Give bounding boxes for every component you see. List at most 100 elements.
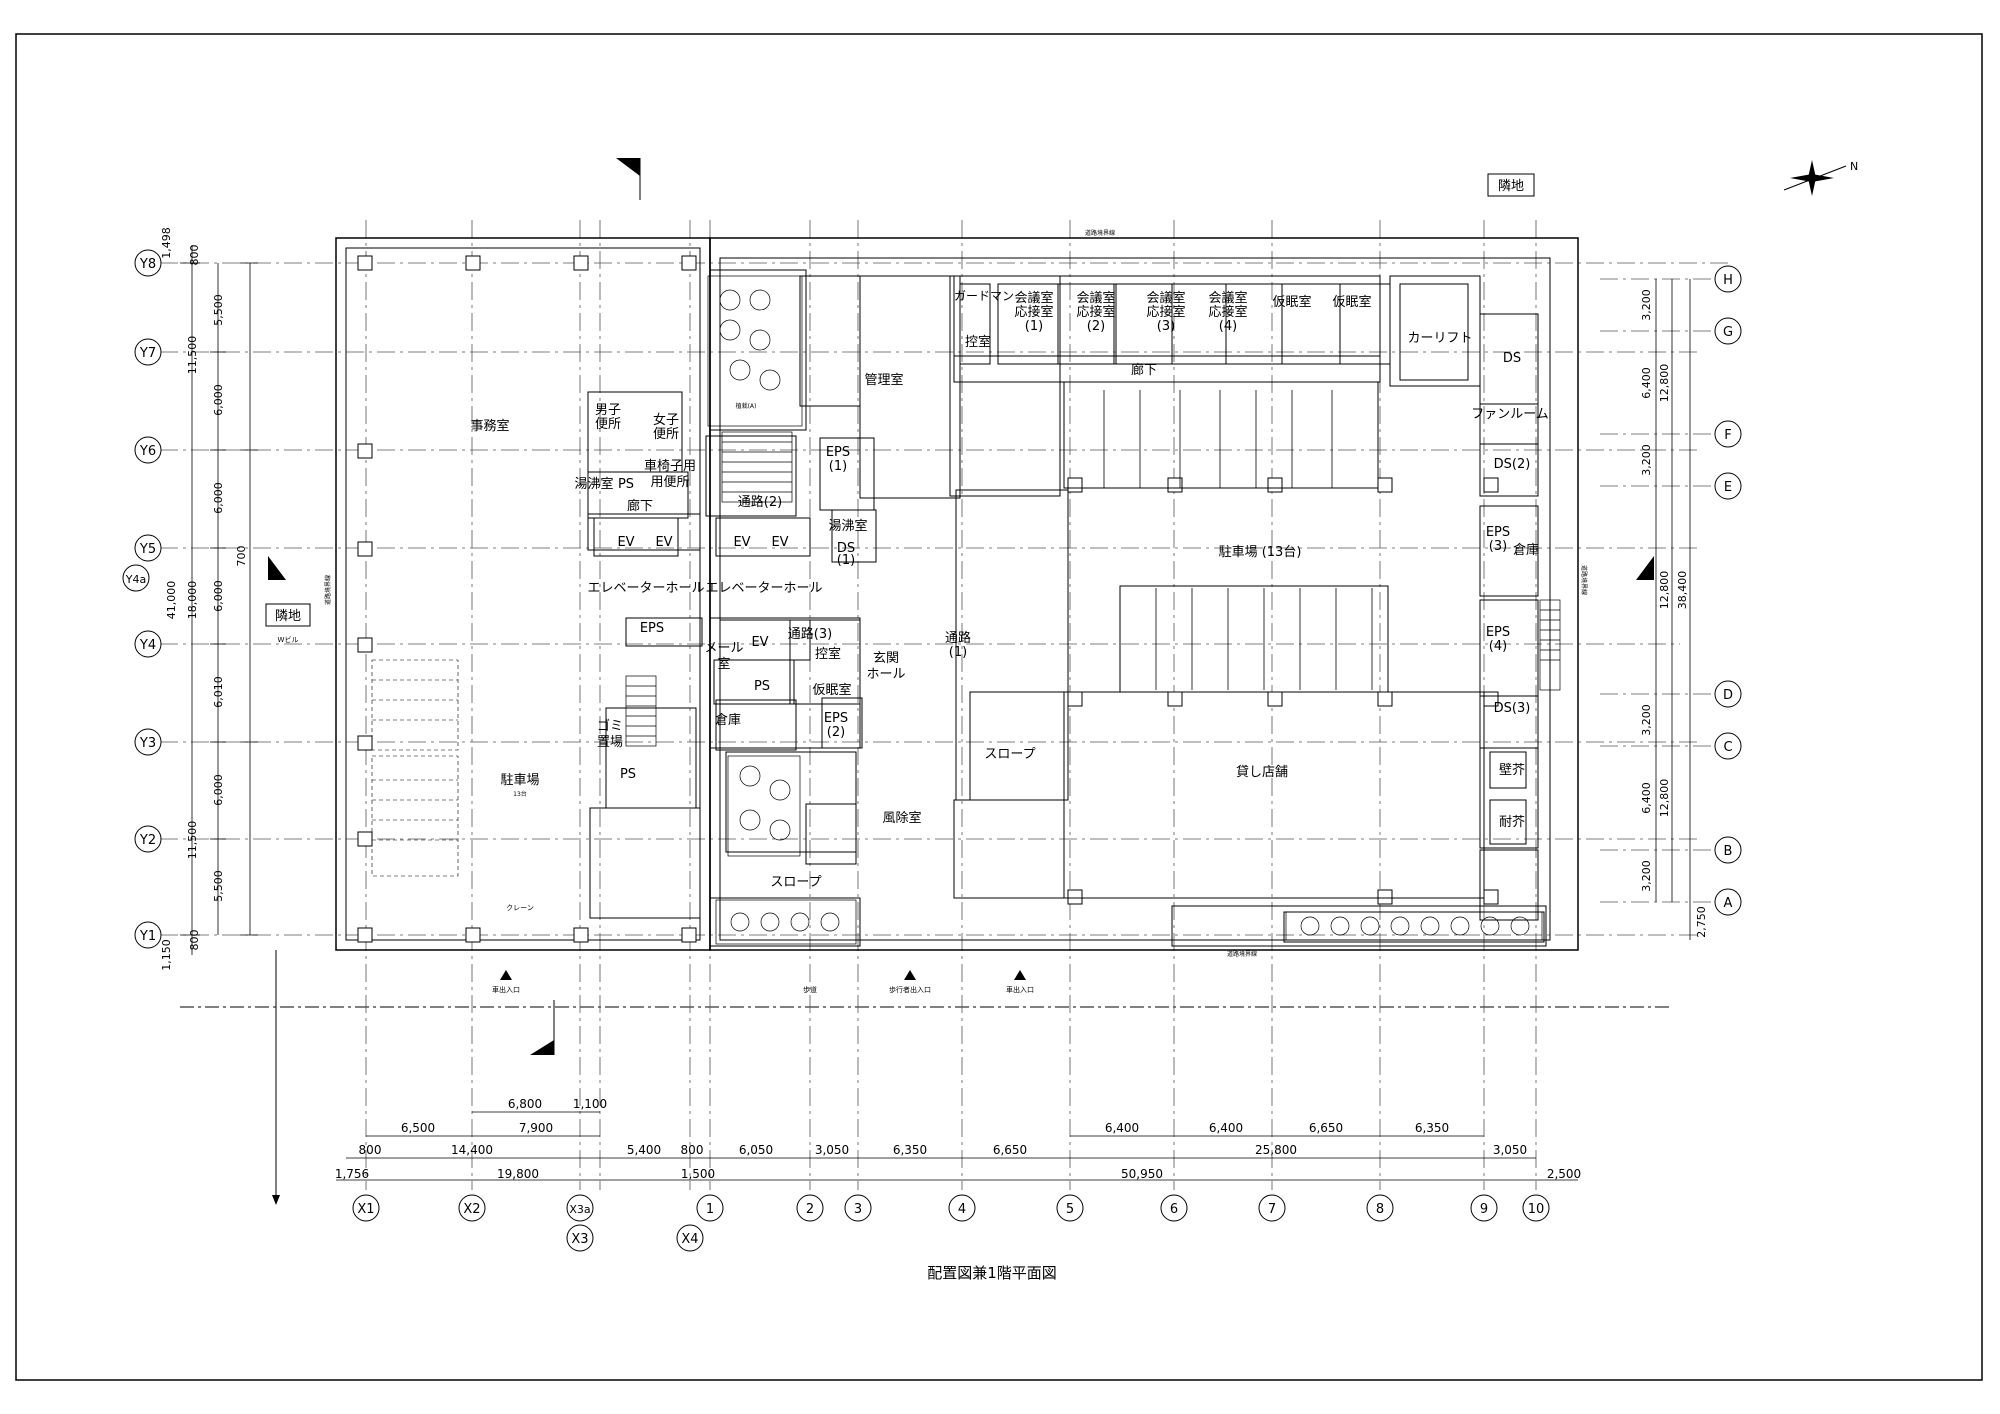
section-marker-left <box>268 556 286 580</box>
section-marker-right <box>1636 556 1654 580</box>
svg-text:会議室: 会議室 <box>1076 290 1115 306</box>
svg-text:ゴミ: ゴミ <box>597 718 623 734</box>
svg-text:X3a: X3a <box>569 1203 590 1216</box>
svg-text:ホール: ホール <box>866 667 905 682</box>
svg-text:X1: X1 <box>357 1202 374 1217</box>
parking-main-label: 駐車場 (13台) <box>1219 545 1302 560</box>
svg-text:14,400: 14,400 <box>451 1143 493 1157</box>
planting-areas <box>707 275 1543 945</box>
svg-text:(4): (4) <box>1219 319 1237 334</box>
svg-text:5,500: 5,500 <box>212 294 225 326</box>
road-boundary-left: 道路境界線 <box>324 575 332 605</box>
svg-text:12,800: 12,800 <box>1658 364 1671 403</box>
svg-text:9: 9 <box>1480 1202 1488 1217</box>
svg-text:(1): (1) <box>1025 319 1043 334</box>
svg-text:廊下: 廊下 <box>1131 362 1157 378</box>
svg-text:6,350: 6,350 <box>1415 1121 1449 1135</box>
svg-text:会議室: 会議室 <box>1146 290 1185 306</box>
svg-text:800: 800 <box>188 930 201 951</box>
columns <box>357 255 1499 943</box>
svg-text:EPS: EPS <box>824 711 848 726</box>
svg-text:700: 700 <box>235 546 248 567</box>
dimension-lines-y <box>180 245 258 955</box>
svg-text:通路(3): 通路(3) <box>788 626 832 642</box>
svg-text:X3: X3 <box>571 1232 588 1247</box>
svg-text:6,400: 6,400 <box>1640 367 1653 399</box>
svg-text:仮眠室: 仮眠室 <box>812 682 851 698</box>
svg-text:車椅子用: 車椅子用 <box>644 459 696 474</box>
svg-text:EPS: EPS <box>1486 525 1510 540</box>
svg-text:(3): (3) <box>1157 319 1175 334</box>
svg-text:EV: EV <box>617 535 634 550</box>
svg-text:50,950: 50,950 <box>1121 1167 1163 1181</box>
svg-text:6,000: 6,000 <box>212 384 225 416</box>
svg-text:7,900: 7,900 <box>519 1121 553 1135</box>
neighbor-west: 隣地 Wビル <box>265 603 311 644</box>
svg-text:8: 8 <box>1376 1202 1384 1217</box>
svg-text:応接室: 応接室 <box>1146 304 1185 320</box>
svg-text:エレベーターホール: エレベーターホール <box>587 581 704 596</box>
svg-text:5,400: 5,400 <box>627 1143 661 1157</box>
svg-text:6,400: 6,400 <box>1640 782 1653 814</box>
svg-text:クレーン: クレーン <box>506 904 534 912</box>
svg-text:Y3: Y3 <box>139 736 156 751</box>
grid-lines-horizontal <box>160 262 1730 936</box>
svg-text:隣地: 隣地 <box>275 608 301 624</box>
svg-text:10: 10 <box>1528 1202 1545 1217</box>
svg-text:3: 3 <box>854 1202 862 1217</box>
svg-text:廊下: 廊下 <box>627 498 653 514</box>
svg-text:Y8: Y8 <box>139 257 156 272</box>
svg-text:応接室: 応接室 <box>1208 304 1247 320</box>
svg-text:6,350: 6,350 <box>893 1143 927 1157</box>
svg-text:壁芥: 壁芥 <box>1499 763 1525 778</box>
svg-text:仮眠室: 仮眠室 <box>1332 294 1371 310</box>
svg-text:男子: 男子 <box>595 403 621 418</box>
svg-text:2: 2 <box>806 1202 814 1217</box>
svg-text:女子: 女子 <box>653 412 679 428</box>
svg-text:控室: 控室 <box>965 334 991 350</box>
svg-text:応接室: 応接室 <box>1076 304 1115 320</box>
svg-text:EPS: EPS <box>826 445 850 460</box>
svg-text:D: D <box>1723 688 1733 703</box>
svg-text:2,500: 2,500 <box>1547 1167 1581 1181</box>
dimension-lines-right <box>1655 279 1691 940</box>
svg-text:F: F <box>1724 428 1731 443</box>
svg-text:2,750: 2,750 <box>1695 906 1708 938</box>
svg-text:1,500: 1,500 <box>681 1167 715 1181</box>
svg-text:(1): (1) <box>837 553 855 568</box>
room-labels: 事務室 男子 便所 女子 便所 湯沸室 PS 車椅子用 用便所 廊下 EV EV… <box>470 289 1548 912</box>
building-outline <box>335 237 1579 951</box>
svg-text:便所: 便所 <box>653 427 679 442</box>
svg-text:Wビル: Wビル <box>278 635 299 644</box>
stairs-main <box>721 431 793 503</box>
svg-text:1,498: 1,498 <box>160 227 173 259</box>
svg-text:4: 4 <box>958 1202 966 1217</box>
svg-text:1,150: 1,150 <box>160 939 173 971</box>
svg-text:用便所: 用便所 <box>650 475 689 490</box>
svg-text:12,800: 12,800 <box>1658 571 1671 610</box>
svg-text:(1): (1) <box>829 459 847 474</box>
svg-text:DS: DS <box>1503 351 1521 366</box>
svg-text:車出入口: 車出入口 <box>492 985 520 994</box>
svg-text:X4: X4 <box>681 1232 698 1247</box>
svg-text:会議室: 会議室 <box>1208 290 1247 306</box>
svg-text:Y7: Y7 <box>139 346 156 361</box>
svg-text:車出入口: 車出入口 <box>1006 985 1034 994</box>
svg-text:800: 800 <box>359 1143 382 1157</box>
section-marker-bottom <box>530 1000 555 1055</box>
svg-text:6,650: 6,650 <box>1309 1121 1343 1135</box>
grid-bubbles-y <box>122 249 162 949</box>
svg-text:1: 1 <box>706 1202 714 1217</box>
office-label: 事務室 <box>470 418 509 434</box>
svg-text:Y4: Y4 <box>139 638 156 653</box>
stairs-left <box>625 675 657 747</box>
retail-label: 貸し店舗 <box>1236 764 1288 780</box>
svg-text:会議室: 会議室 <box>1014 290 1053 306</box>
svg-text:EPS: EPS <box>640 621 664 636</box>
entrance-markers: 車出入口 歩道 歩行者出入口 車出入口 <box>492 970 1034 994</box>
svg-text:E: E <box>1724 480 1732 495</box>
grid-bubbles-right <box>1714 265 1742 916</box>
svg-text:11,500: 11,500 <box>186 336 199 375</box>
svg-text:11,500: 11,500 <box>186 821 199 860</box>
svg-text:3,200: 3,200 <box>1640 444 1653 476</box>
